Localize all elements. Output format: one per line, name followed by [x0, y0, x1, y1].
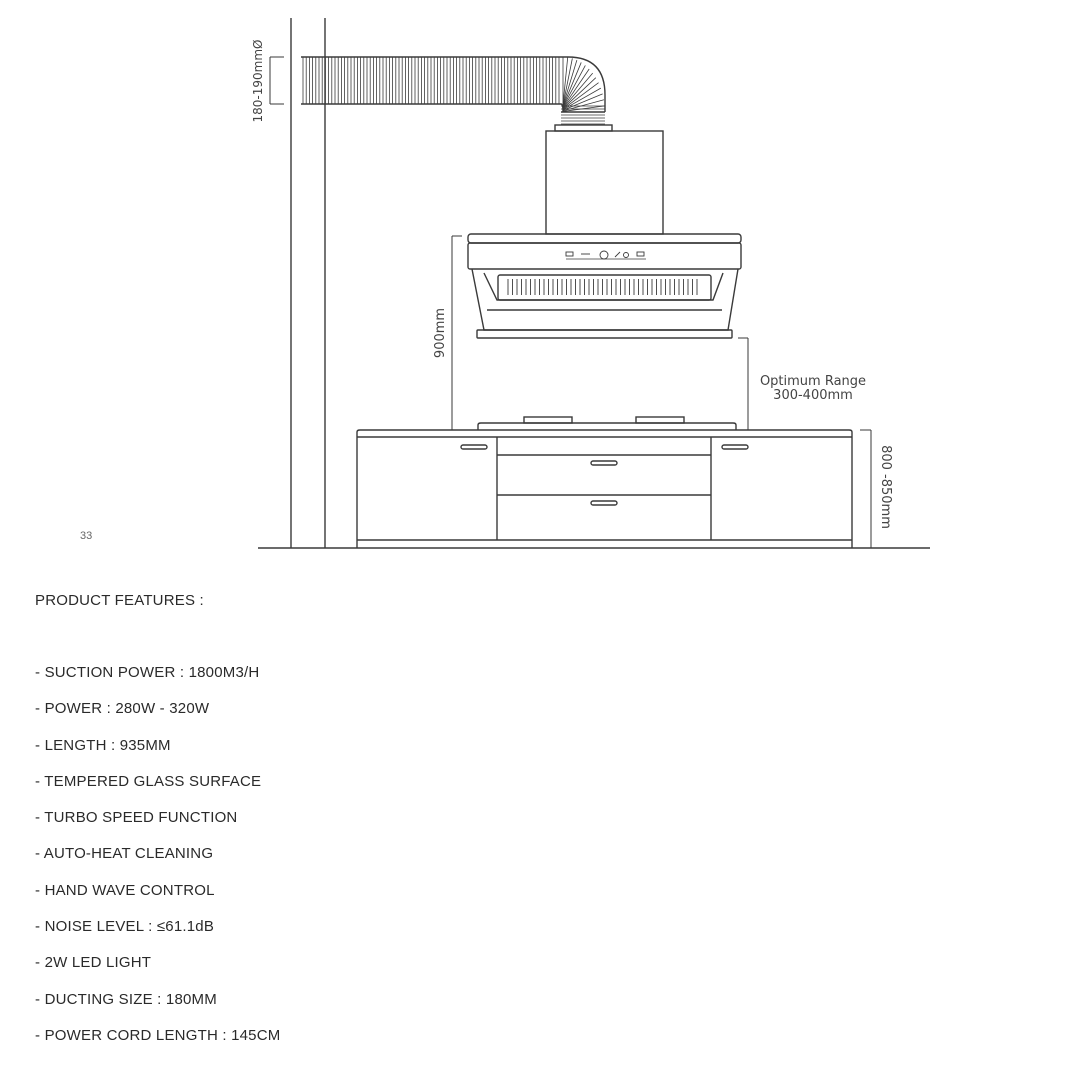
- feature-item: - DUCTING SIZE : 180MM: [35, 990, 217, 1008]
- product-features-list: - SUCTION POWER : 1800M3/H - POWER : 280…: [35, 663, 280, 1062]
- chimney-cover: [545, 130, 664, 235]
- installation-diagram: 180-190mmØ 900mm Optimum Range 300-400mm…: [251, 18, 930, 549]
- duct-collar: [554, 124, 613, 132]
- feature-item: - 2W LED LIGHT: [35, 954, 152, 972]
- optimum-range-value: 300-400mm: [773, 388, 853, 403]
- hood-height-label: 900mm: [433, 308, 448, 358]
- feature-item: - HAND WAVE CONTROL: [35, 881, 215, 899]
- counter-height-label: 800 -850mm: [878, 445, 893, 529]
- product-features-heading: PRODUCT FEATURES :: [35, 592, 204, 609]
- wall: [290, 18, 326, 548]
- optimum-range-title: Optimum Range: [760, 374, 866, 389]
- range-hood: [467, 233, 742, 339]
- feature-item: - AUTO-HEAT CLEANING: [35, 845, 214, 863]
- duct-diameter-dimension: [269, 56, 284, 105]
- feature-item: - POWER CORD LENGTH : 145CM: [35, 1026, 281, 1044]
- feature-item: - TURBO SPEED FUNCTION: [35, 809, 238, 827]
- control-panel-icons: [565, 250, 645, 260]
- feature-item: - LENGTH : 935MM: [35, 736, 171, 754]
- kitchen-cabinet: [356, 429, 853, 548]
- duct-diameter-label: 180-190mmØ: [251, 40, 265, 123]
- counter-height-dimension: [860, 429, 872, 549]
- cooktop: [477, 416, 737, 430]
- hood-height-dimension: [451, 235, 462, 430]
- flexible-duct: [301, 56, 606, 125]
- feature-item: - NOISE LEVEL : ≤61.1dB: [35, 918, 215, 936]
- feature-item: - TEMPERED GLASS SURFACE: [35, 772, 262, 790]
- optimum-range-dimension: [738, 337, 749, 430]
- feature-item: - SUCTION POWER : 1800M3/H: [35, 664, 260, 681]
- feature-item: - POWER : 280W - 320W: [35, 700, 210, 718]
- page-number: 33: [80, 530, 93, 542]
